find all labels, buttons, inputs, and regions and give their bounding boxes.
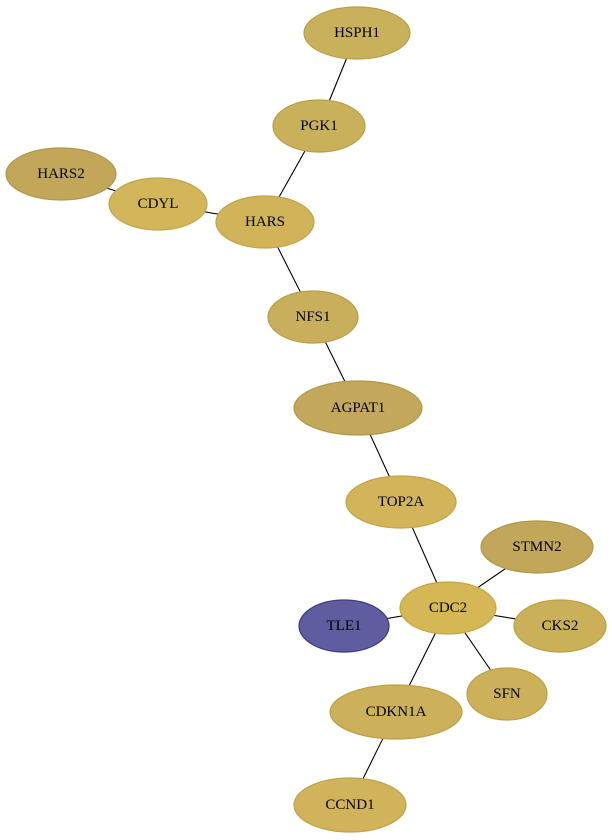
node-shape-sfn (466, 667, 548, 721)
node-label-cks2: CKS2 (542, 618, 579, 634)
node-ccnd1: CCND1 (293, 777, 407, 833)
node-tle1: TLE1 (298, 599, 390, 653)
node-hsph1: HSPH1 (303, 6, 411, 60)
node-shape-cdyl (108, 177, 208, 231)
node-label-cdkn1a: CDKN1A (366, 704, 427, 720)
node-label-hars2: HARS2 (37, 166, 85, 182)
node-shape-hars (215, 195, 315, 249)
node-cdyl: CDYL (108, 177, 208, 231)
node-hars: HARS (215, 195, 315, 249)
node-shape-top2a (345, 475, 457, 529)
node-cks2: CKS2 (513, 599, 607, 653)
node-nfs1: NFS1 (267, 290, 359, 344)
node-label-cdc2: CDC2 (429, 600, 467, 616)
node-shape-cdkn1a (329, 684, 463, 740)
node-label-cdyl: CDYL (138, 196, 179, 212)
node-shape-nfs1 (267, 290, 359, 344)
node-label-hars: HARS (245, 214, 285, 230)
node-label-sfn: SFN (493, 686, 521, 702)
node-cdc2: CDC2 (399, 581, 497, 635)
node-shape-ccnd1 (293, 777, 407, 833)
node-label-stmn2: STMN2 (512, 539, 561, 555)
node-label-ccnd1: CCND1 (325, 797, 374, 813)
node-label-nfs1: NFS1 (295, 309, 330, 325)
node-shape-stmn2 (480, 520, 594, 574)
node-shape-pgk1 (272, 99, 366, 153)
node-label-agpat1: AGPAT1 (331, 400, 385, 416)
node-agpat1: AGPAT1 (293, 380, 423, 436)
node-shape-agpat1 (293, 380, 423, 436)
node-shape-tle1 (298, 599, 390, 653)
node-label-tle1: TLE1 (327, 618, 362, 634)
node-shape-cks2 (513, 599, 607, 653)
node-label-top2a: TOP2A (378, 494, 425, 510)
node-hars2: HARS2 (5, 147, 117, 201)
node-pgk1: PGK1 (272, 99, 366, 153)
node-sfn: SFN (466, 667, 548, 721)
node-cdkn1a: CDKN1A (329, 684, 463, 740)
node-stmn2: STMN2 (480, 520, 594, 574)
node-shape-hars2 (5, 147, 117, 201)
node-label-hsph1: HSPH1 (334, 25, 380, 41)
node-label-pgk1: PGK1 (300, 118, 338, 134)
node-shape-cdc2 (399, 581, 497, 635)
node-top2a: TOP2A (345, 475, 457, 529)
node-shape-hsph1 (303, 6, 411, 60)
